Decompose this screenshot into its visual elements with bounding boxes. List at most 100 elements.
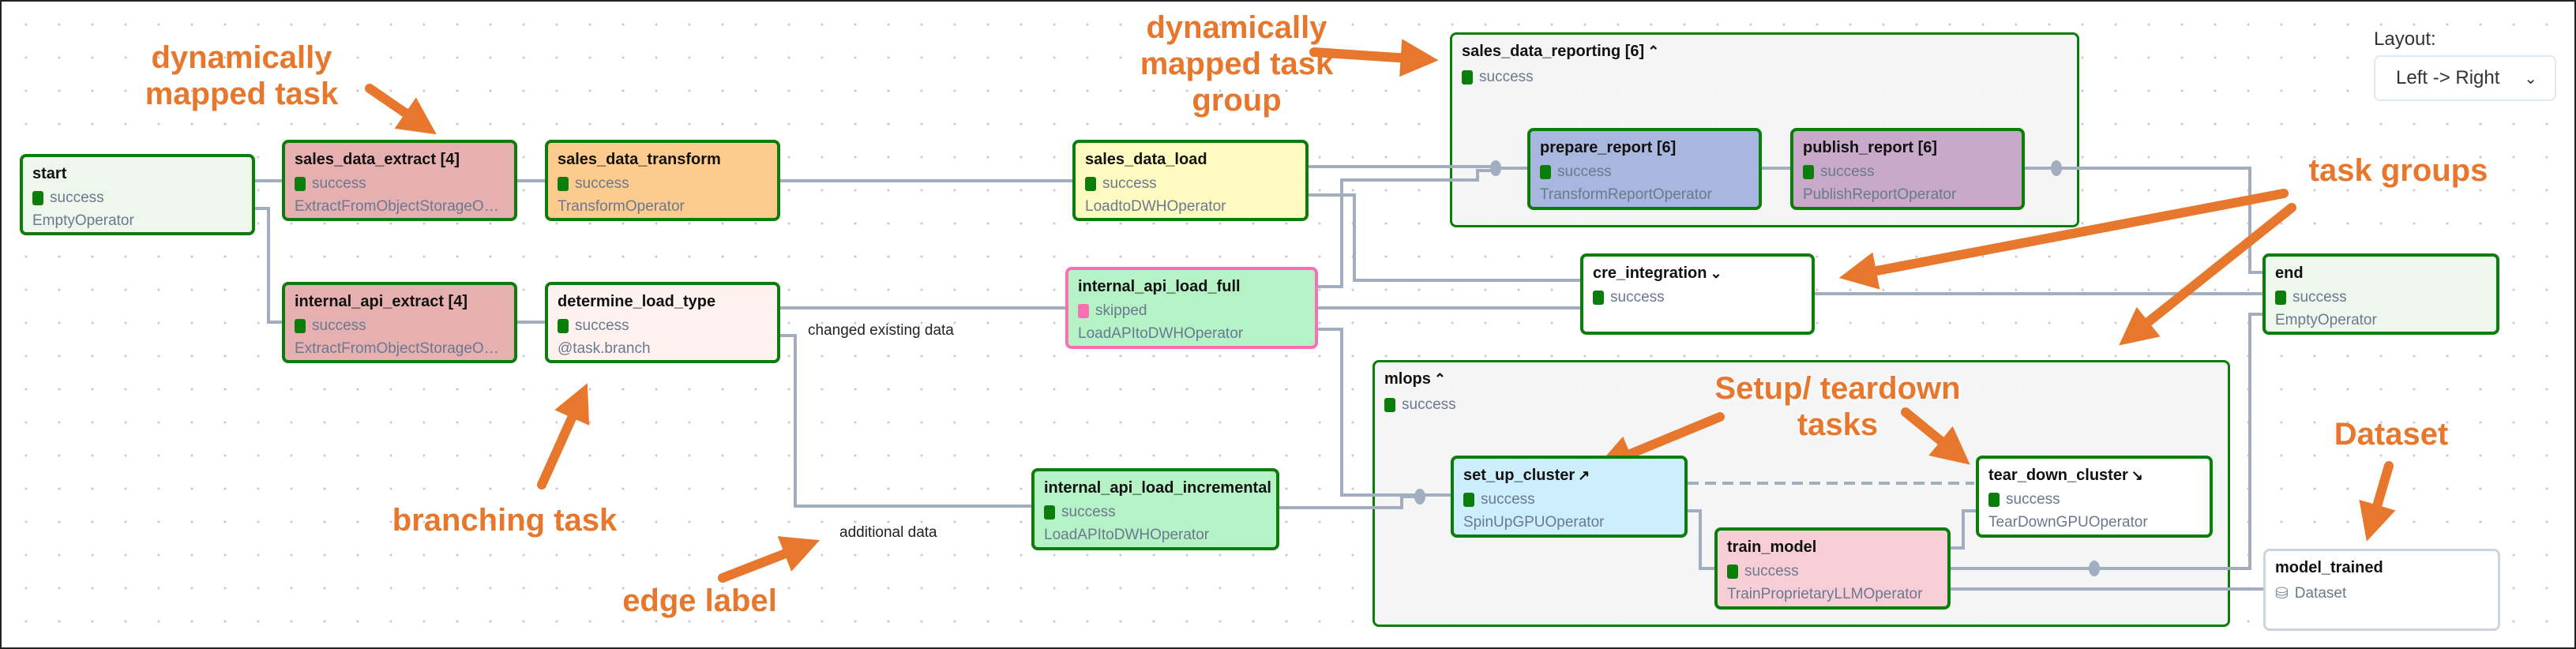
database-icon: ⛁ [2275, 585, 2289, 602]
task-node-prepare-report[interactable]: prepare_report [6] success TransformRepo… [1527, 128, 1762, 210]
task-title: end [2275, 264, 2304, 282]
task-status: success [50, 189, 104, 206]
group-title: mlops [1384, 370, 1431, 388]
chevron-down-icon: ⌄ [2524, 69, 2537, 88]
group-title: sales_data_reporting [6] [1462, 43, 1645, 60]
status-success-icon [1463, 493, 1474, 507]
task-title: internal_api_load_full [1078, 278, 1241, 295]
task-operator: PublishReportOperator [1803, 186, 1957, 203]
task-operator: ExtractFromObjectStorageOper... [295, 340, 505, 357]
status-success-icon [1593, 291, 1604, 305]
annotation-edge-label: edge label [622, 583, 777, 618]
chevron-up-icon[interactable]: ⌃ [1647, 43, 1660, 59]
layout-label: Layout: [2374, 28, 2436, 50]
task-title: sales_data_transform [558, 151, 721, 168]
task-title: train_model [1727, 538, 1817, 556]
task-title: internal_api_extract [4] [295, 293, 468, 310]
annotation-setup-teardown: Setup/ teardown tasks [1714, 370, 1960, 443]
task-operator: SpinUpGPUOperator [1463, 514, 1605, 531]
task-node-set-up-cluster[interactable]: set_up_cluster↗ success SpinUpGPUOperato… [1451, 456, 1688, 538]
dataset-title: model_trained [2275, 559, 2383, 576]
task-operator: TrainProprietaryLLMOperator [1727, 586, 1923, 602]
status-success-icon [1085, 177, 1096, 191]
group-title: cre_integration [1593, 264, 1707, 282]
task-status: skipped [1095, 302, 1147, 319]
status-success-icon [295, 319, 306, 333]
task-status: success [312, 175, 366, 192]
status-success-icon [558, 319, 569, 333]
task-status: success [1557, 163, 1612, 180]
task-status: success [2006, 491, 2060, 508]
status-success-icon [1462, 70, 1473, 84]
task-title: start [32, 165, 67, 182]
annotation-branching-task: branching task [392, 503, 618, 538]
status-success-icon [2275, 291, 2286, 305]
task-status: success [575, 317, 629, 334]
task-group-cre-integration[interactable]: cre_integration⌄ success [1580, 253, 1815, 335]
task-status: success [1820, 163, 1875, 180]
annotation-line: Setup/ teardown [1714, 371, 1961, 406]
group-status: success [1610, 289, 1665, 306]
annotation-task-groups: task groups [2308, 153, 2488, 188]
annotation-line: mapped task [145, 77, 339, 111]
task-node-internal-api-extract[interactable]: internal_api_extract [4] success Extract… [282, 282, 517, 363]
task-operator: LoadtoDWHOperator [1085, 198, 1226, 215]
status-success-icon [1988, 493, 2000, 507]
task-title: prepare_report [6] [1540, 139, 1677, 156]
dataset-type: Dataset [2294, 584, 2347, 602]
annotation-line: mapped task [1140, 47, 1334, 81]
annotation-line: dynamically [1146, 10, 1327, 45]
task-node-sales-data-load[interactable]: sales_data_load success LoadtoDWHOperato… [1072, 140, 1309, 221]
task-status: success [575, 175, 629, 192]
task-title: sales_data_extract [4] [295, 151, 460, 168]
annotation-line: tasks [1797, 407, 1879, 442]
task-node-publish-report[interactable]: publish_report [6] success PublishReport… [1790, 128, 2025, 210]
group-status: success [1479, 69, 1534, 85]
status-success-icon [1727, 565, 1738, 579]
chevron-up-icon[interactable]: ⌃ [1433, 371, 1446, 387]
layout-select[interactable]: Left -> Right ⌄ [2374, 55, 2556, 101]
status-success-icon [32, 191, 43, 205]
task-node-end[interactable]: end success EmptyOperator [2262, 253, 2499, 335]
task-title: internal_api_load_incremental [1044, 479, 1271, 497]
task-operator: TearDownGPUOperator [1988, 514, 2148, 531]
task-status: success [1102, 175, 1157, 192]
task-operator: TransformOperator [558, 198, 685, 215]
status-success-icon [558, 177, 569, 191]
task-operator: ExtractFromObjectStorageOper... [295, 198, 505, 215]
annotation-line: dynamically [151, 40, 332, 75]
status-success-icon [1803, 165, 1814, 179]
group-status: success [1402, 396, 1456, 413]
task-status: success [1481, 491, 1535, 508]
status-success-icon [1044, 505, 1055, 520]
task-node-sales-data-extract[interactable]: sales_data_extract [4] success ExtractFr… [282, 140, 517, 221]
layout-select-value: Left -> Right [2396, 67, 2500, 88]
status-success-icon [295, 177, 306, 191]
task-node-internal-api-load-incremental[interactable]: internal_api_load_incremental success Lo… [1031, 468, 1279, 550]
annotation-mapped-task: dynamically mapped task [145, 39, 339, 112]
task-operator: LoadAPItoDWHOperator [1044, 527, 1210, 543]
edge-label: changed existing data [808, 322, 954, 339]
dataset-node-model-trained[interactable]: model_trained ⛁ Dataset [2263, 549, 2500, 631]
task-node-sales-data-transform[interactable]: sales_data_transform success TransformOp… [545, 140, 780, 221]
task-node-determine-load-type[interactable]: determine_load_type success @task.branch [545, 282, 780, 363]
task-node-internal-api-load-full[interactable]: internal_api_load_full skipped LoadAPIto… [1065, 267, 1318, 349]
annotation-line: group [1192, 83, 1282, 118]
task-title: determine_load_type [558, 293, 716, 310]
task-operator: EmptyOperator [32, 212, 134, 229]
task-operator: EmptyOperator [2275, 312, 2377, 328]
task-status: success [312, 317, 366, 334]
annotation-dataset: Dataset [2334, 417, 2449, 452]
chevron-down-icon[interactable]: ⌄ [1710, 265, 1722, 281]
task-status: success [1061, 504, 1116, 520]
task-node-train-model[interactable]: train_model success TrainProprietaryLLMO… [1714, 527, 1951, 610]
task-operator: TransformReportOperator [1540, 186, 1712, 203]
status-success-icon [1384, 398, 1395, 412]
task-title: sales_data_load [1085, 151, 1207, 168]
task-title: tear_down_cluster [1988, 467, 2128, 484]
task-operator: LoadAPItoDWHOperator [1078, 325, 1244, 342]
task-node-start[interactable]: start success EmptyOperator [20, 154, 255, 235]
task-node-tear-down-cluster[interactable]: tear_down_cluster↘ success TearDownGPUOp… [1976, 456, 2213, 538]
task-operator: @task.branch [558, 340, 651, 357]
setup-arrow-icon: ↗ [1578, 467, 1590, 483]
